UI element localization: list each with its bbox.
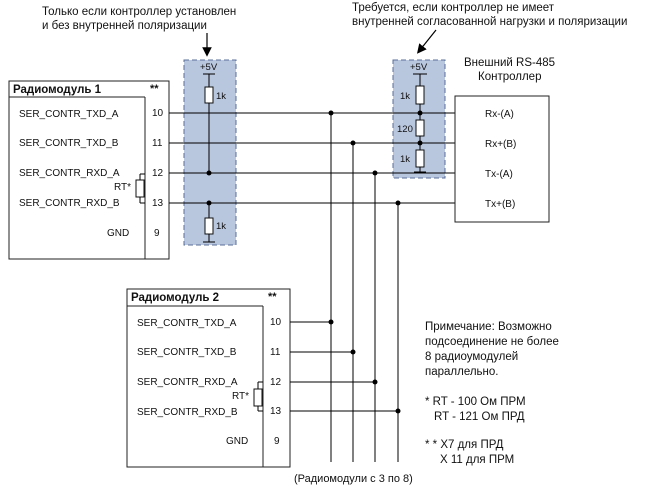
note-line1: Примечание: Возможно [425,321,552,333]
right-bias-supply: +5V [410,62,428,73]
module1-rt-label: RT* [114,182,131,193]
module2-pin-rxd-a-label: SER_CONTR_RXD_A [137,377,238,388]
right-note-arrow [417,29,437,54]
module2-pin-gnd-label: GND [226,436,248,447]
left-bias-supply: +5V [200,62,218,73]
note-line4: параллельно. [425,366,499,378]
module2-pin-txd-a-label: SER_CONTR_TXD_A [137,318,237,329]
module1-pin-9: 9 [154,228,160,239]
right-bias-r-bottom: 1k [400,154,410,165]
module1-pin-11: 11 [152,138,163,149]
module1-pin-txd-b-label: SER_CONTR_TXD_B [19,138,119,149]
left-bias-r-top: 1k [216,91,226,102]
note-rt-line1: * RT - 100 Ом ПРМ [425,396,526,408]
module1-pin-gnd-label: GND [107,228,129,239]
module1-marker: ** [150,83,159,95]
module1-pin-13: 13 [152,198,164,209]
module2-title: Радиомодуль 2 [131,292,219,304]
module2-marker: ** [268,291,277,303]
right-bias-r-top: 1k [400,91,410,102]
controller-pin-rx-b: Rx+(B) [485,139,516,150]
note-line3: 8 радиоумодулей [425,351,518,363]
controller-pin-tx-b: Tx+(B) [485,199,515,210]
note-line2: подсоединение не более [425,336,559,348]
junction-dot [372,379,378,385]
junction-dot [350,140,356,146]
module2-pin-12: 12 [270,377,282,388]
junction-dot [328,110,334,116]
module1-box [8,80,170,260]
note-x-line2: X 11 для ПРМ [440,454,514,466]
module2-pin-9: 9 [274,436,280,447]
junction-dot [395,200,401,206]
controller-box [454,95,550,223]
module1-title: Радиомодуль 1 [13,84,102,96]
left-bias-circuit: +5V 1k 1k [200,62,226,243]
junction-dot [328,319,334,325]
bottom-caption: (Радиомодули с 3 по 8) [294,473,413,485]
junction-dot [350,349,356,355]
module2-rt-label: RT* [232,391,249,402]
left-bias-r-bottom: 1k [216,221,226,232]
right-note-line2: внутренней согласованной нагрузки и поля… [352,16,627,28]
controller-pin-tx-a: Tx-(A) [485,169,513,180]
module2-rt-resistor [253,381,263,412]
junction-dot [395,408,401,414]
module2-pin-13: 13 [270,406,282,417]
module1-pin-12: 12 [152,168,164,179]
module1-pin-rxd-a-label: SER_CONTR_RXD_A [19,168,120,179]
right-bias-circuit: +5V 1k 120 1k [397,62,428,173]
module2-pin-txd-b-label: SER_CONTR_TXD_B [137,347,237,358]
module2-pin-rxd-b-label: SER_CONTR_RXD_B [137,407,238,418]
right-note-line1: Требуется, если контроллер не имеет [352,2,555,14]
module1-pin-txd-a-label: SER_CONTR_TXD_A [19,109,119,120]
controller-title-line2: Контроллер [478,71,541,83]
controller-title-line1: Внешний RS-485 [464,57,555,69]
module1-rt-resistor [135,173,145,204]
note-rt-line2: RT - 121 Ом ПРД [434,411,525,423]
controller-pin-rx-a: Rx-(A) [485,109,514,120]
module2-pin-10: 10 [270,317,282,328]
left-note-line1: Только если контроллер установлен [42,6,236,18]
right-bias-r-middle: 120 [397,124,413,135]
module1-pin-rxd-b-label: SER_CONTR_RXD_B [19,198,120,209]
left-note-line2: и без внутренней поляризации [42,20,207,32]
junction-dot [372,170,378,176]
module1-pin-10: 10 [152,108,164,119]
note-x-line1: * * X7 для ПРД [425,439,504,451]
module2-pin-11: 11 [270,347,281,358]
